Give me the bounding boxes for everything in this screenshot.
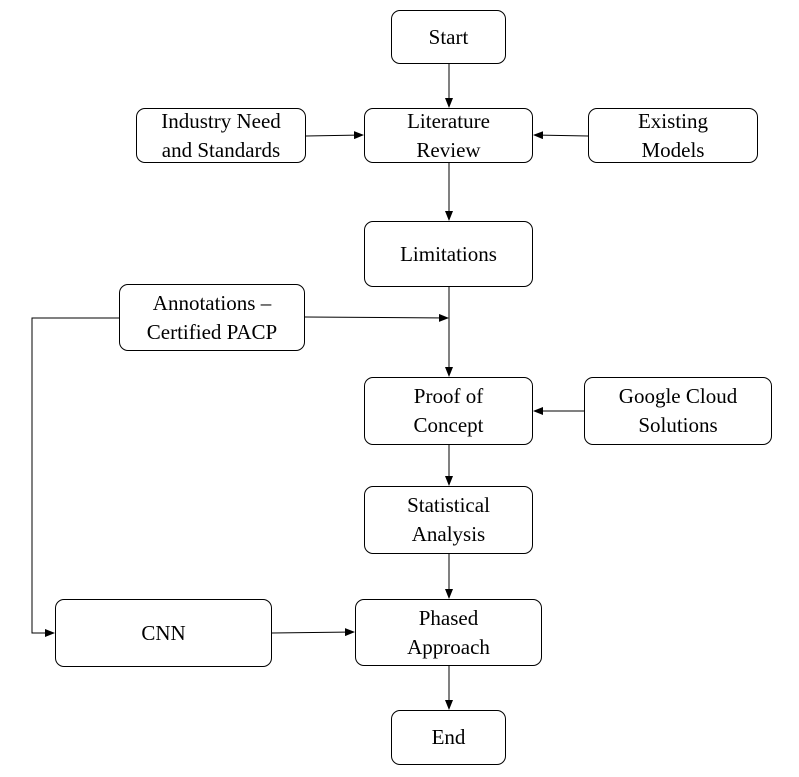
industry-need-node: Industry Need and Standards <box>136 108 306 163</box>
cnn-node: CNN <box>55 599 272 667</box>
arrow-industry-need-to-literature-review <box>305 131 364 140</box>
arrow-annotations-to-proof-of-concept-line <box>304 313 449 322</box>
statistical-analysis-label: Statistical Analysis <box>407 493 490 546</box>
arrow-existing-models-to-literature-review <box>533 131 589 140</box>
literature-review-label: Literature Review <box>407 108 490 162</box>
proof-of-concept-label: Proof of Concept <box>413 384 484 437</box>
start-node: Start <box>391 10 506 64</box>
phased-approach-node: Phased Approach <box>355 599 542 666</box>
annotations-label: Annotations – Certified PACP <box>146 290 278 344</box>
end-node: End <box>391 710 506 765</box>
limitations-node: Limitations <box>364 221 533 287</box>
google-cloud-solutions-node: Google Cloud Solutions <box>584 377 772 445</box>
literature-review-node: Literature Review <box>364 108 533 163</box>
existing-models-node: Existing Models <box>588 108 758 163</box>
limitations-label: Limitations <box>400 241 497 266</box>
google-cloud-solutions-label: Google Cloud Solutions <box>618 384 738 437</box>
statistical-analysis-node: Statistical Analysis <box>364 486 533 554</box>
cnn-label: CNN <box>141 620 186 645</box>
end-label: End <box>431 725 466 749</box>
industry-need-label: Industry Need and Standards <box>161 108 281 162</box>
proof-of-concept-node: Proof of Concept <box>364 377 533 445</box>
arrow-cnn-to-phased-approach <box>271 628 355 637</box>
start-label: Start <box>428 24 469 49</box>
arrow-annotations-to-cnn <box>31 317 119 637</box>
phased-approach-label: Phased Approach <box>407 605 490 659</box>
existing-models-label: Existing Models <box>637 108 708 162</box>
annotations-node: Annotations – Certified PACP <box>119 284 305 351</box>
